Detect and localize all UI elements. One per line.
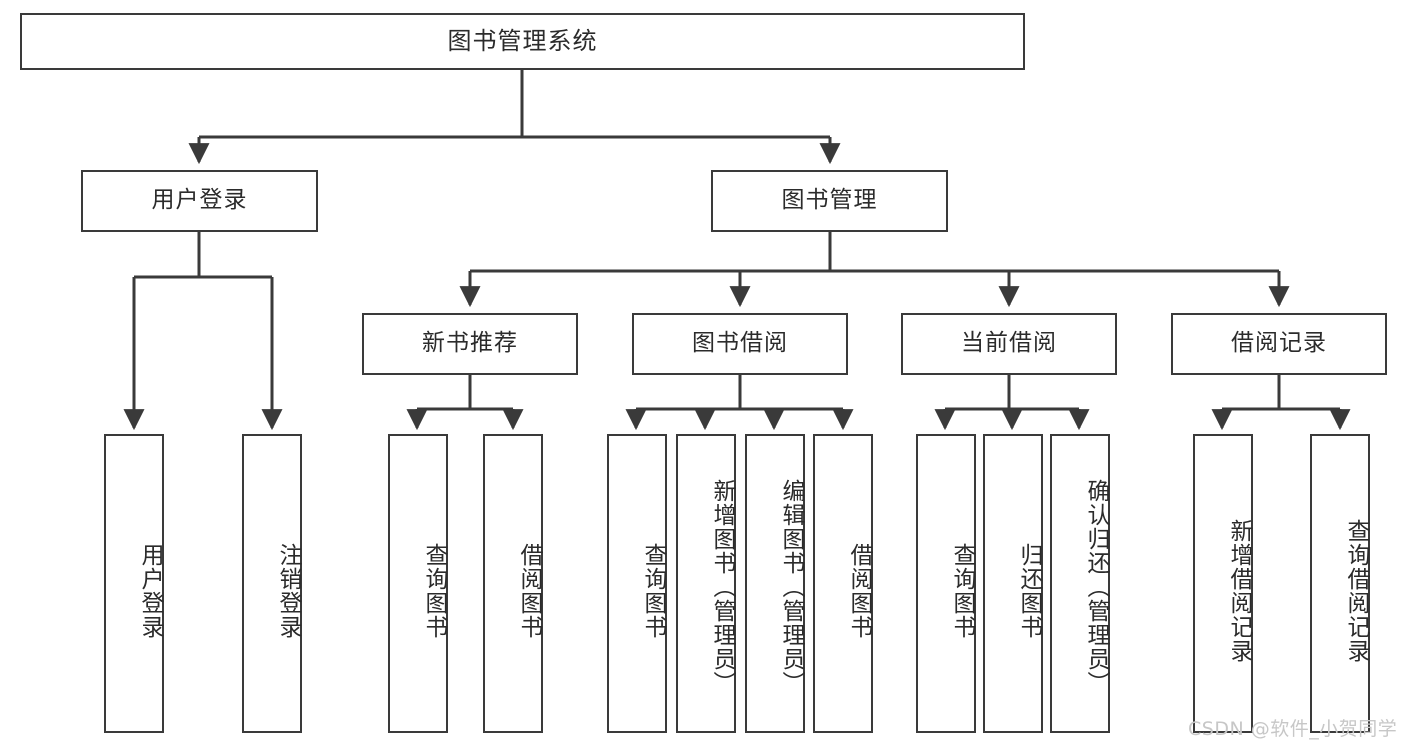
leaf-edit-book-admin[interactable]: 编辑图书（管理员） xyxy=(745,434,805,733)
node-current-borrow[interactable]: 当前借阅 xyxy=(901,313,1117,375)
leaf-query-book-current[interactable]: 查询图书 xyxy=(916,434,976,733)
leaf-user-login[interactable]: 用户登录 xyxy=(104,434,164,733)
node-borrow-records[interactable]: 借阅记录 xyxy=(1171,313,1387,375)
leaf-query-borrow-record[interactable]: 查询借阅记录 xyxy=(1310,434,1370,733)
node-root[interactable]: 图书管理系统 xyxy=(20,13,1025,70)
leaf-borrow-book-new[interactable]: 借阅图书 xyxy=(483,434,543,733)
leaf-query-book[interactable]: 查询图书 xyxy=(607,434,667,733)
node-new-book-recommend[interactable]: 新书推荐 xyxy=(362,313,578,375)
leaf-logout[interactable]: 注销登录 xyxy=(242,434,302,733)
leaf-return-book[interactable]: 归还图书 xyxy=(983,434,1043,733)
leaf-query-book-new[interactable]: 查询图书 xyxy=(388,434,448,733)
watermark: CSDN @软件_小贺同学 xyxy=(1188,718,1398,740)
leaf-borrow-book[interactable]: 借阅图书 xyxy=(813,434,873,733)
leaf-add-borrow-record[interactable]: 新增借阅记录 xyxy=(1193,434,1253,733)
node-book-management[interactable]: 图书管理 xyxy=(711,170,948,232)
node-book-borrow[interactable]: 图书借阅 xyxy=(632,313,848,375)
leaf-add-book-admin[interactable]: 新增图书（管理员） xyxy=(676,434,736,733)
leaf-confirm-return-admin[interactable]: 确认归还（管理员） xyxy=(1050,434,1110,733)
node-user-login[interactable]: 用户登录 xyxy=(81,170,318,232)
